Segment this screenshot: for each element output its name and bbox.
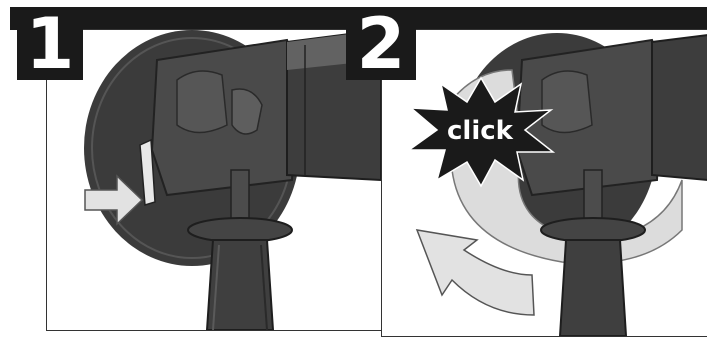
- step-1-panel: [46, 29, 382, 331]
- step-1-illustration: [47, 30, 381, 330]
- click-callout: click: [430, 116, 530, 146]
- handle-flange: [541, 218, 645, 242]
- motor-housing: [652, 35, 707, 180]
- handle-flange: [188, 218, 292, 242]
- step-2-number: 2: [346, 7, 416, 80]
- step-1-number: 1: [17, 7, 83, 80]
- side-handle: [560, 240, 626, 336]
- step-2-illustration: [382, 30, 707, 336]
- step-2-panel: click: [381, 29, 707, 337]
